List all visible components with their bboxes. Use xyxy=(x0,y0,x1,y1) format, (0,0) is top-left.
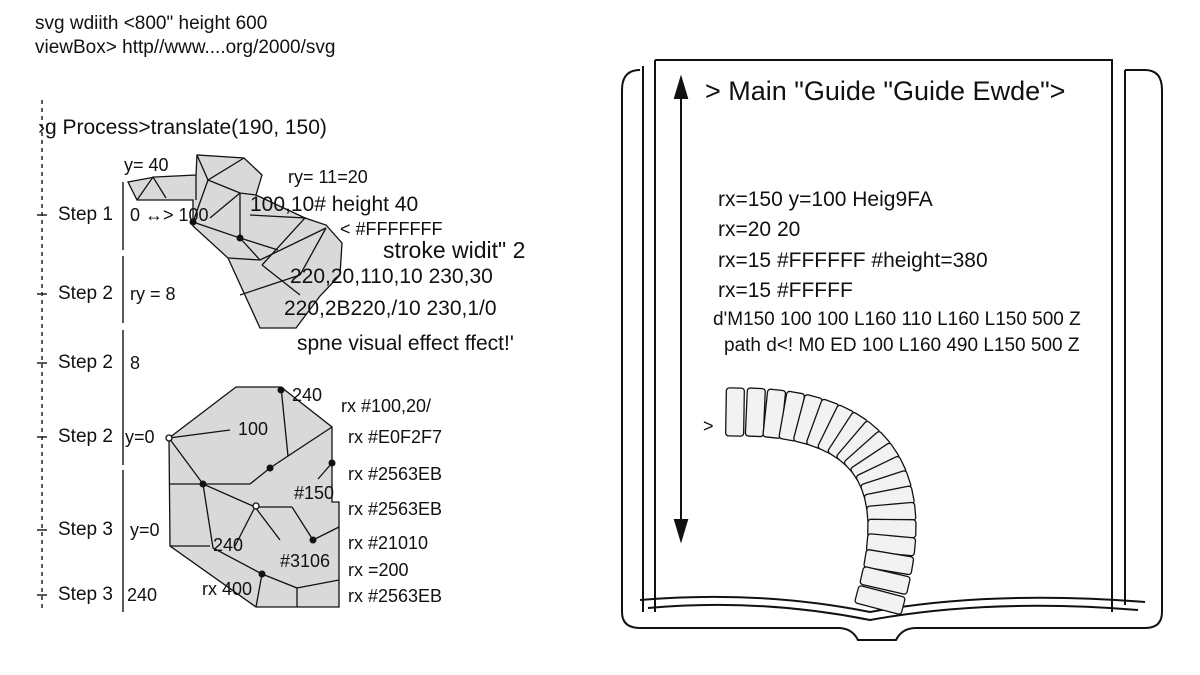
svg-header-line2: viewBox> http//www....org/2000/svg xyxy=(35,37,336,58)
book-path-line: d'M150 100 100 L160 110 L160 L150 500 Z xyxy=(713,309,1081,330)
step-label: Step 2 xyxy=(58,352,113,373)
rx-label: rx =200 xyxy=(348,560,409,580)
bottom-mesh-shape xyxy=(165,386,340,608)
svg-header-line1: svg wdiith <800" height 600 xyxy=(35,13,268,34)
rx-label: rx #100,20/ xyxy=(341,396,432,416)
book-line: rx=20 20 xyxy=(718,218,801,241)
book-line: rx=150 y=100 Heig9FA xyxy=(718,188,933,211)
node-label-100: 100 xyxy=(238,419,269,439)
step-value: ry = 8 xyxy=(130,284,176,304)
rx-label: rx #2563EB xyxy=(348,499,443,519)
label-height: 100,10# height 40 xyxy=(250,193,419,216)
vertebra xyxy=(863,549,915,576)
label-stroke-width: stroke widit" 2 xyxy=(383,237,526,263)
vertebra xyxy=(725,387,745,437)
spine-illustration xyxy=(725,387,917,615)
node-label-rx400: rx 400 xyxy=(202,579,253,599)
vertebra xyxy=(854,585,906,615)
step-value: y=0 xyxy=(130,520,160,540)
node-label-240: 240 xyxy=(292,385,323,405)
step-label: Step 1 xyxy=(58,204,113,225)
step-label: Step 2 xyxy=(58,426,113,447)
vertical-double-arrow xyxy=(673,74,689,544)
book-illustration xyxy=(621,59,1163,641)
rx-label: rx #21010 xyxy=(348,533,429,553)
node-label-3106: #3106 xyxy=(280,551,331,571)
label-ry: ry= 11=20 xyxy=(288,167,368,187)
book-line: rx=15 #FFFFFF #height=380 xyxy=(718,249,988,272)
label-fill: < #FFFFFFF xyxy=(340,219,443,239)
book-line: rx=15 #FFFFF xyxy=(718,279,853,302)
group-label: ›g Process>translate(190, 150) xyxy=(38,116,327,139)
vertebra xyxy=(859,566,911,595)
book-marker: > xyxy=(703,416,714,436)
step-label: Step 3 xyxy=(58,584,113,605)
top-mesh-shape xyxy=(127,154,343,329)
step-label: Step 2 xyxy=(58,283,113,304)
book-title: > Main "Guide "Guide Ewde"> xyxy=(705,76,1066,106)
step-label: Step 3 xyxy=(58,519,113,540)
step-value: 0 ↔> 100 xyxy=(130,205,209,225)
label-effect: spne visual effect ffect!' xyxy=(297,332,514,355)
step-value: 240 xyxy=(127,585,158,605)
step-ticks xyxy=(37,214,47,596)
rx-label: rx #E0F2F7 xyxy=(348,427,443,447)
vertebra xyxy=(744,387,766,438)
node-label-150: #150 xyxy=(294,483,335,503)
label-coords-2: 220,2B220,/10 230,1/0 xyxy=(284,297,497,320)
step-value: 8 xyxy=(130,353,141,373)
label-coords-1: 220,20,110,10 230,30 xyxy=(290,265,493,288)
book-path-line: path d<! M0 ED 100 L160 490 L150 500 Z xyxy=(724,335,1080,356)
rx-label: rx #2563EB xyxy=(348,464,443,484)
step-value: y=0 xyxy=(125,427,155,447)
label-y40: y= 40 xyxy=(124,155,169,175)
node-label-240b: 240 xyxy=(213,535,244,555)
rx-label: rx #2563EB xyxy=(348,586,443,606)
